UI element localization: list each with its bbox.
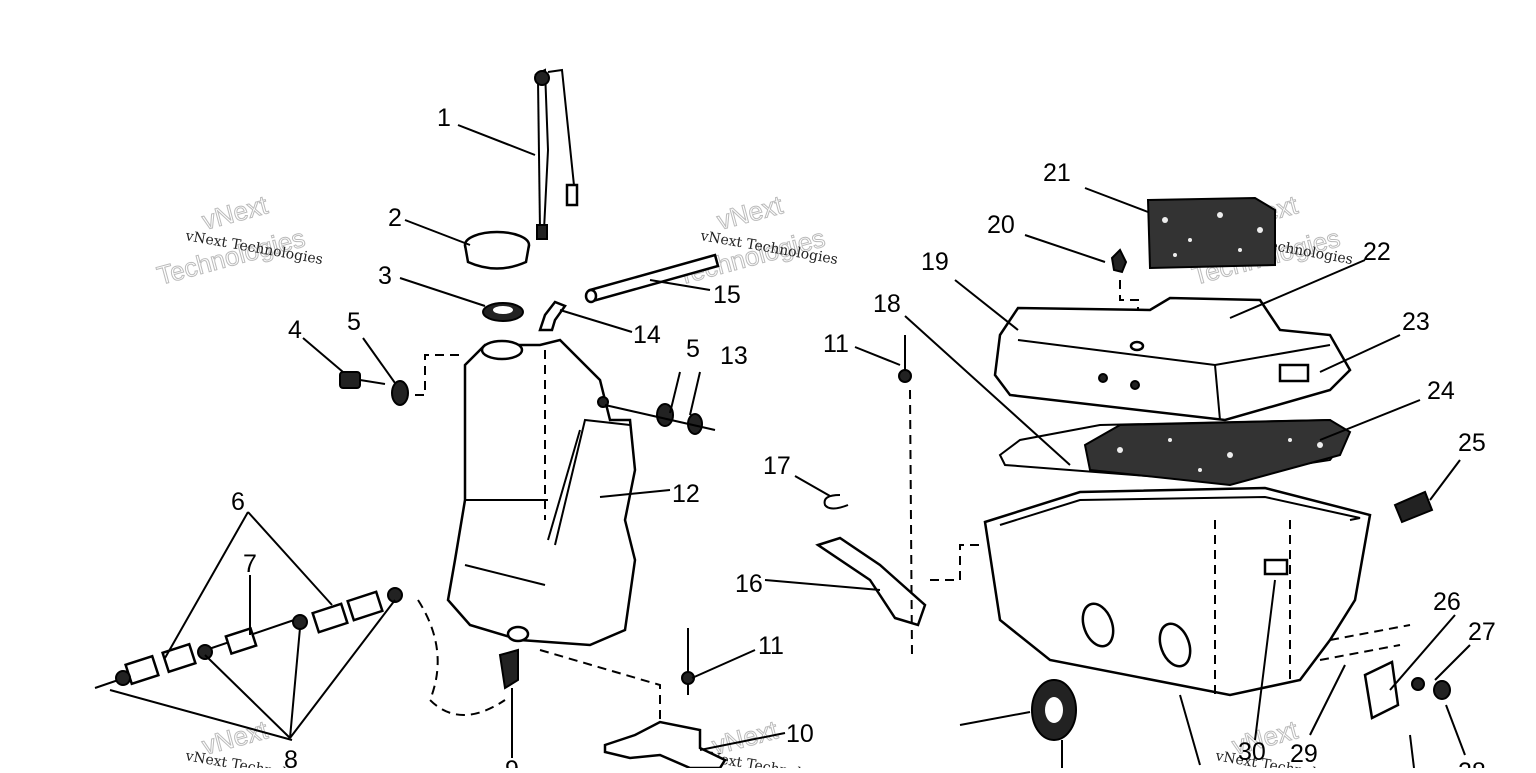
- callout-11b: 11: [758, 632, 784, 660]
- tank-bracket: [603, 628, 727, 770]
- cap-gasket: [482, 302, 524, 322]
- svg-text:vNext Technologies: vNext Technologies: [1213, 748, 1354, 768]
- svg-text:vNext: vNext: [199, 189, 272, 235]
- callout-14: 14: [633, 321, 661, 349]
- callout-16: 16: [735, 570, 763, 598]
- callout-8: 8: [284, 746, 298, 768]
- svg-text:vNext: vNext: [714, 189, 787, 235]
- callout-23: 23: [1402, 308, 1430, 336]
- callout-21: 21: [1043, 159, 1071, 187]
- washer-left: [391, 380, 409, 406]
- callout-9: 9: [505, 756, 519, 768]
- dipstick-rod: [898, 335, 913, 656]
- fuel-fitting: [498, 625, 530, 690]
- callout-15: 15: [713, 281, 741, 309]
- callout-17: 17: [763, 452, 791, 480]
- callout-19: 19: [921, 248, 949, 276]
- bracket-dash-line: [930, 544, 985, 581]
- callout-7: 7: [243, 550, 257, 578]
- callout-20: 20: [987, 211, 1015, 239]
- watermark-left: vNext Technologies vNext Technologies: [153, 189, 324, 291]
- mount-plate: [1319, 624, 1451, 720]
- callout-18: 18: [873, 290, 901, 318]
- air-filter-foam-top: [1146, 196, 1276, 270]
- mounting-bolt: [339, 371, 386, 389]
- fuel-gauge-sender: [534, 68, 579, 240]
- callout-22: 22: [1363, 238, 1391, 266]
- clamp-17: [823, 494, 849, 510]
- fuel-cap: [463, 230, 531, 270]
- fuel-line-assembly: [94, 587, 403, 689]
- clip-25: [1393, 490, 1434, 524]
- callout-29: 29: [1290, 740, 1318, 768]
- watermark-center: vNext Technologies vNext Technologies: [673, 189, 839, 291]
- callout-10: 10: [786, 720, 814, 748]
- callout-11a: 11: [823, 330, 849, 358]
- bolt-dash-line: [415, 354, 465, 396]
- callout-5a: 5: [347, 308, 361, 336]
- callout-6: 6: [231, 488, 245, 516]
- airbox-cover: [993, 296, 1352, 422]
- airbox-base: [983, 486, 1372, 700]
- callout-2: 2: [388, 204, 402, 232]
- callout-4: 4: [288, 316, 302, 344]
- callout-12: 12: [672, 480, 700, 508]
- leader-lines: [109, 124, 1471, 769]
- callout-5b: 5: [686, 335, 700, 363]
- svg-text:vNext Technologies: vNext Technologies: [183, 748, 324, 768]
- fuel-line-dash: [417, 599, 506, 716]
- callout-13: 13: [720, 342, 748, 370]
- air-filter-element: [1083, 418, 1352, 487]
- callout-3: 3: [378, 262, 392, 290]
- fitting-dash-line: [539, 649, 661, 720]
- washer-right: [604, 403, 716, 435]
- bracket-16: [815, 536, 927, 627]
- vent-hose: [584, 253, 720, 304]
- callout-1: 1: [437, 104, 451, 132]
- watermark-bottom-right: vNext vNext Technologies: [1213, 714, 1354, 773]
- callout-28: 28: [1458, 758, 1486, 768]
- callout-24: 24: [1427, 377, 1455, 405]
- callout-25: 25: [1458, 429, 1486, 457]
- airbox-boot: [959, 679, 1077, 768]
- callout-26: 26: [1433, 588, 1461, 616]
- callout-30: 30: [1238, 738, 1266, 766]
- fuel-tank: [446, 338, 637, 647]
- vent-fitting: [538, 300, 567, 332]
- callout-27: 27: [1468, 618, 1496, 646]
